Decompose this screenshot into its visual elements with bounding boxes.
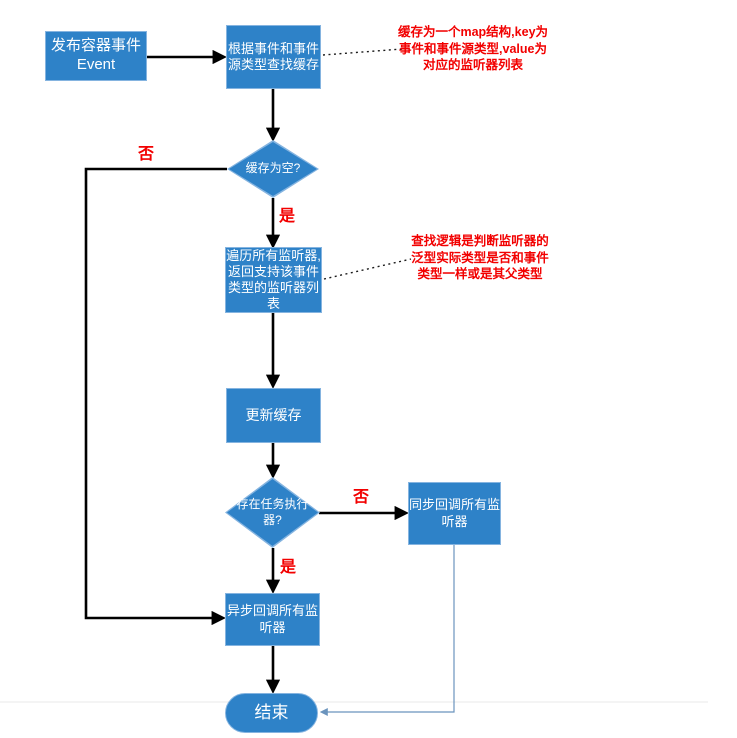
node-update-cache[interactable]: 更新缓存 bbox=[226, 388, 321, 443]
node-end-label: 结束 bbox=[254, 703, 289, 723]
node-sync-callback[interactable]: 同步回调所有监听器 bbox=[408, 482, 501, 545]
branch-label-has-executor-no: 否 bbox=[353, 489, 370, 506]
node-has-executor-label: 存在任务执行器? bbox=[236, 496, 309, 527]
annotation-cache-note[interactable]: 缓存为一个map结构,key为事件和事件源类型,value为对应的监听器列表 bbox=[397, 25, 549, 72]
node-async-callback-label: 异步回调所有监听器 bbox=[226, 603, 318, 635]
node-sync-callback-label: 同步回调所有监听器 bbox=[409, 497, 501, 529]
branch-label-has-executor-yes: 是 bbox=[280, 559, 297, 576]
node-has-executor[interactable]: 存在任务执行器? bbox=[225, 477, 320, 548]
edge-sync-to-end bbox=[319, 545, 455, 716]
node-async-callback[interactable]: 异步回调所有监听器 bbox=[225, 593, 320, 646]
note-leader-cache bbox=[322, 48, 403, 56]
edge-cache-empty-no-to-async bbox=[84, 167, 227, 626]
node-iterate-listeners[interactable]: 遍历所有监听器,返回支持该事件类型的监听器列表 bbox=[225, 247, 322, 313]
node-publish-event-label: 发布容器事件 Event bbox=[50, 37, 141, 73]
node-publish-event[interactable]: 发布容器事件 Event bbox=[45, 31, 147, 81]
node-lookup-cache[interactable]: 根据事件和事件源类型查找缓存 bbox=[226, 25, 321, 89]
node-iterate-listeners-label: 遍历所有监听器,返回支持该事件类型的监听器列表 bbox=[226, 247, 321, 312]
branch-label-cache-empty-no: 否 bbox=[138, 146, 155, 163]
note-leader-lookup bbox=[323, 258, 412, 280]
node-cache-empty-label: 缓存为空? bbox=[245, 161, 301, 176]
node-cache-empty[interactable]: 缓存为空? bbox=[227, 140, 319, 198]
branch-label-cache-empty-yes: 是 bbox=[279, 208, 296, 225]
node-lookup-cache-label: 根据事件和事件源类型查找缓存 bbox=[227, 40, 319, 72]
node-update-cache-label: 更新缓存 bbox=[245, 406, 302, 423]
node-end[interactable]: 结束 bbox=[225, 693, 318, 733]
annotation-lookup-note[interactable]: 查找逻辑是判断监听器的泛型实际类型是否和事件类型一样或是其父类型 bbox=[411, 234, 549, 281]
